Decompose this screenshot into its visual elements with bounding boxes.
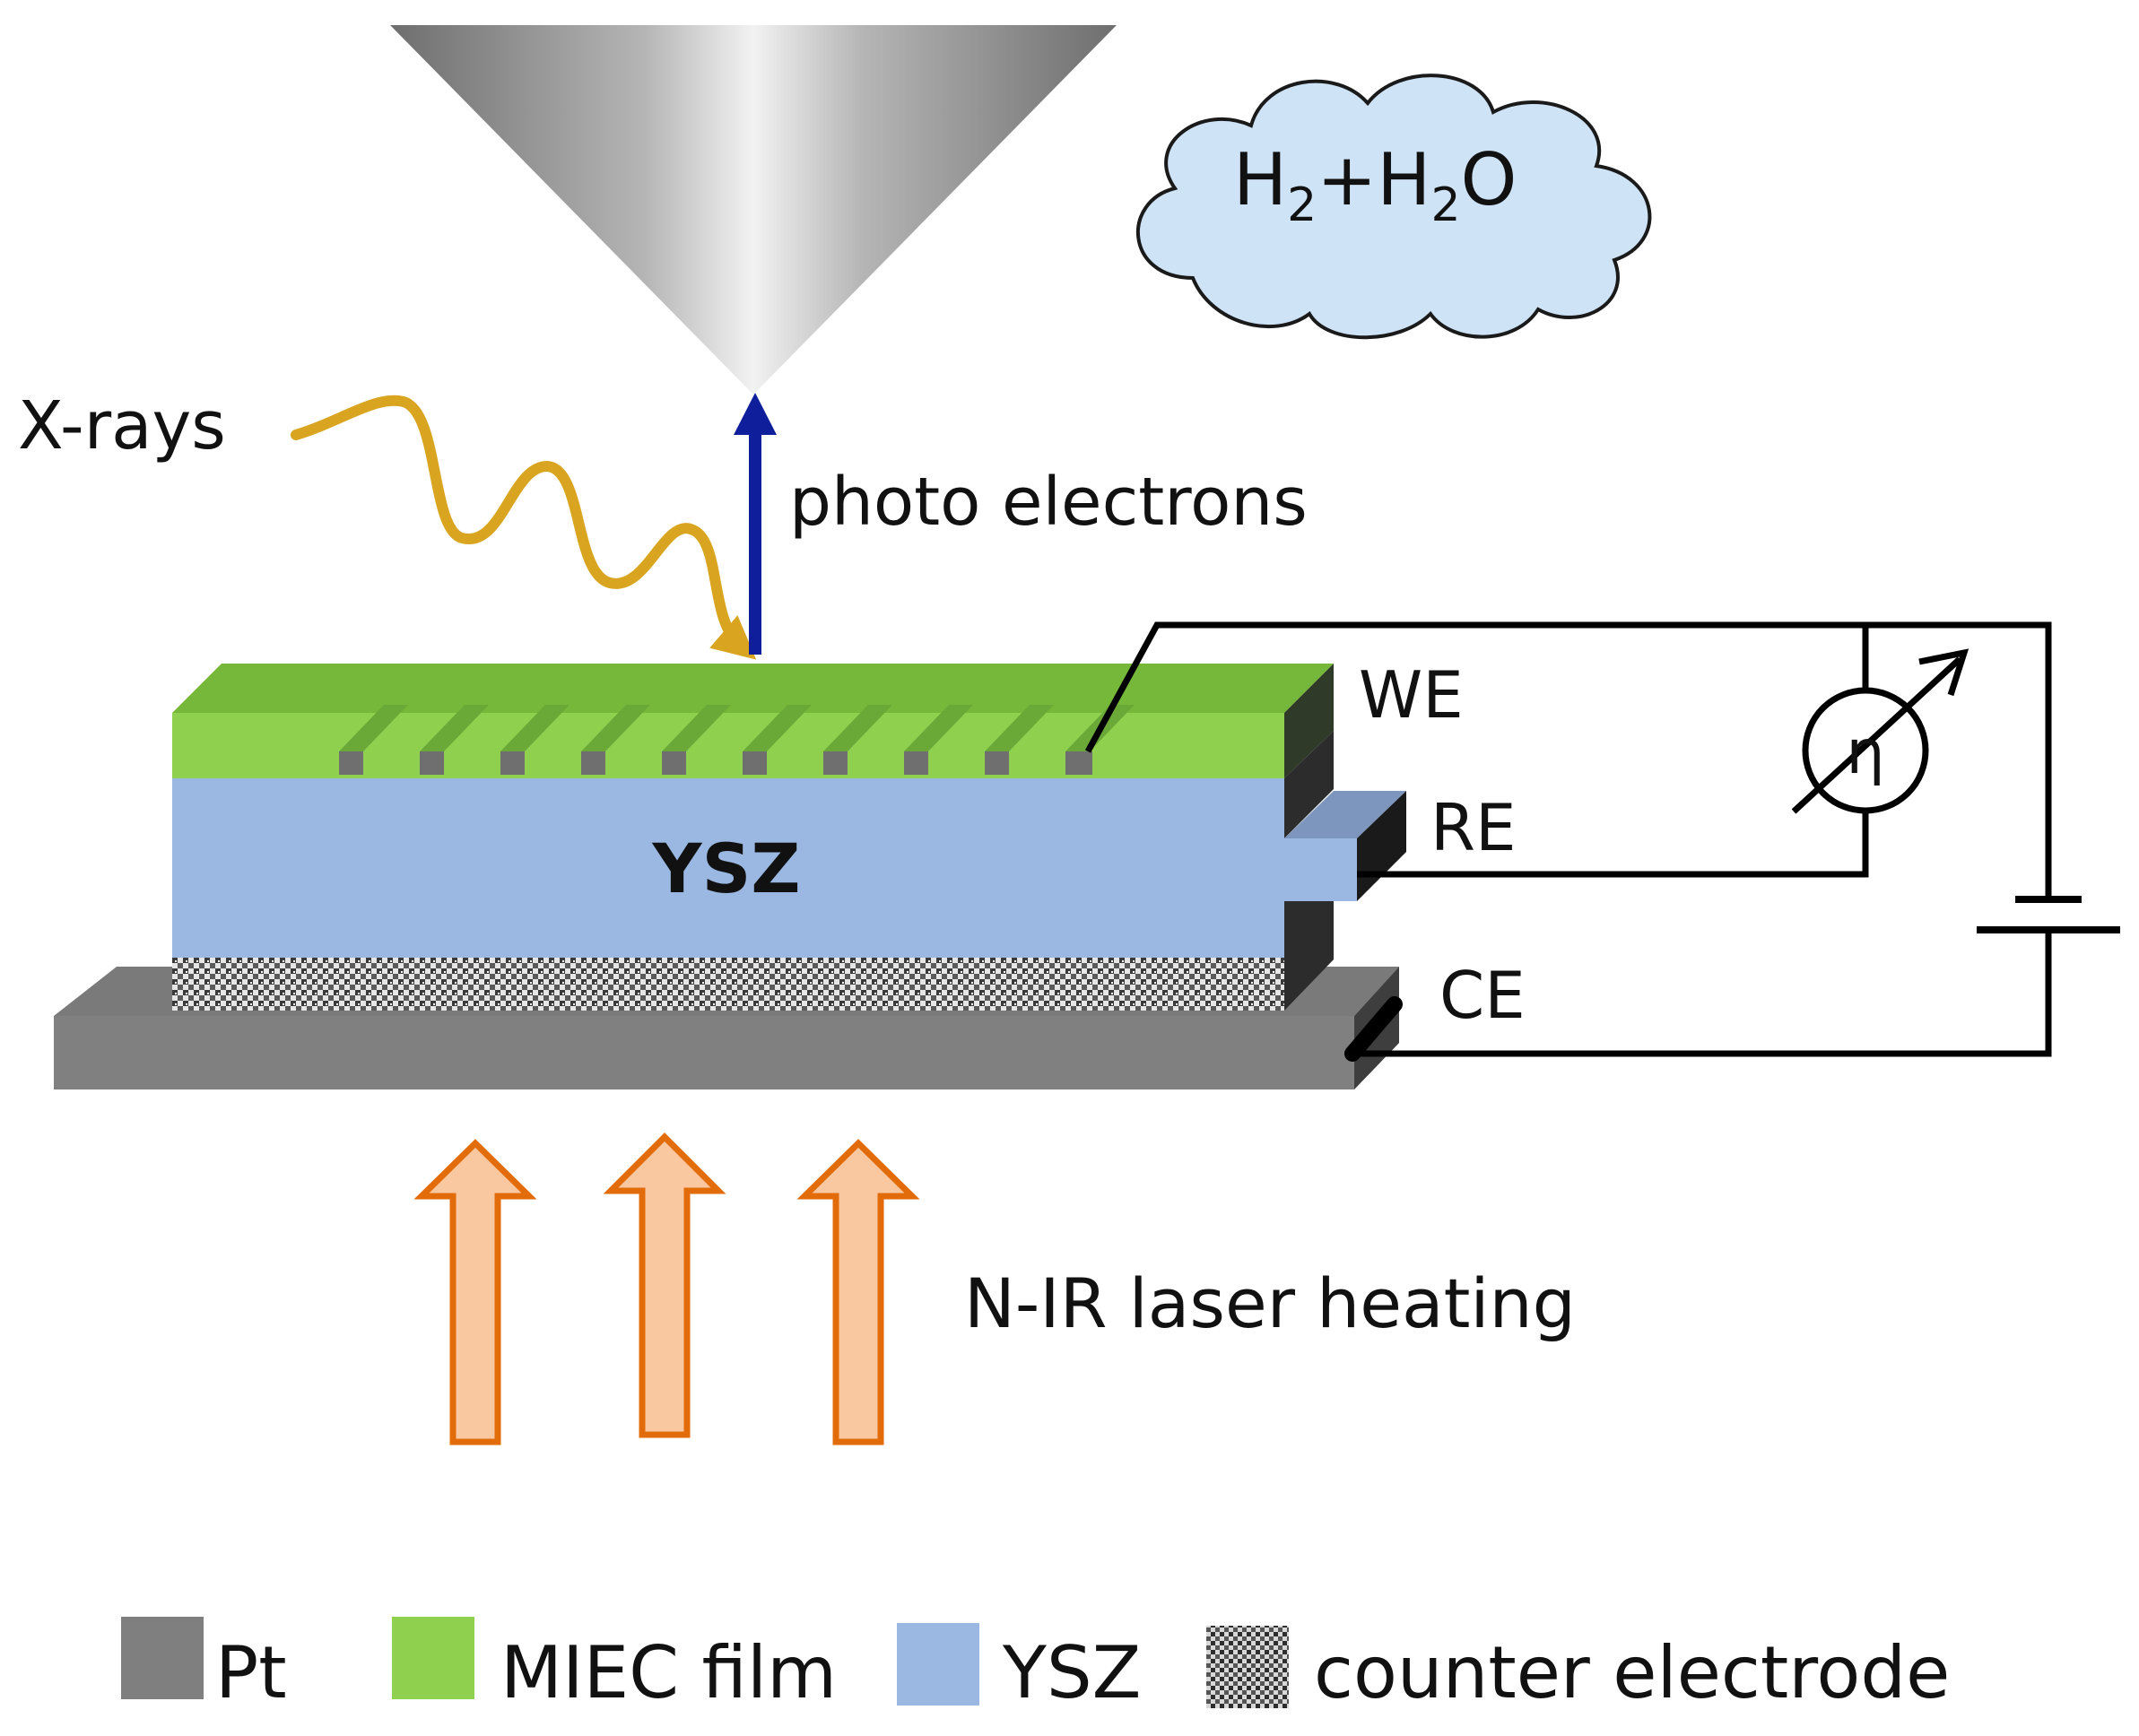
gas-cloud bbox=[1135, 74, 1652, 340]
xray-wave bbox=[291, 395, 757, 660]
eta-meter-arrowhead bbox=[1918, 648, 1969, 697]
legend-label-ysz: YSZ bbox=[1002, 1631, 1141, 1714]
legend-swatch-pt bbox=[121, 1617, 204, 1699]
photo-electron-arrowhead bbox=[734, 393, 777, 435]
legend-swatch-miec bbox=[392, 1617, 474, 1699]
legend: Pt MIEC film YSZ counter electrode bbox=[121, 1617, 1950, 1714]
circuit-wires bbox=[1084, 621, 2052, 1057]
legend-label-counter-electrode: counter electrode bbox=[1314, 1631, 1950, 1714]
gas-sub-2: 2 bbox=[1430, 178, 1460, 232]
gas-sub-1: 2 bbox=[1287, 178, 1317, 232]
miec-film-side bbox=[1284, 664, 1334, 778]
gas-h: H bbox=[1233, 138, 1287, 221]
ysz-block-front bbox=[172, 778, 1284, 958]
gas-plus-h: +H bbox=[1317, 138, 1430, 221]
re-label: RE bbox=[1430, 790, 1517, 865]
re-tab-front bbox=[1284, 838, 1357, 901]
battery-symbol bbox=[1977, 896, 2120, 933]
pt-stripes bbox=[339, 705, 1135, 775]
laser-arrow-1 bbox=[413, 1139, 537, 1445]
counter-electrode-layer bbox=[172, 955, 1284, 1011]
miec-film-top bbox=[172, 664, 1334, 713]
gas-o: O bbox=[1461, 138, 1517, 221]
legend-label-miec: MIEC film bbox=[500, 1631, 837, 1714]
gas-label: H2+H2O bbox=[1233, 138, 1517, 232]
legend-label-pt: Pt bbox=[215, 1631, 287, 1714]
laser-arrow-2 bbox=[603, 1133, 726, 1438]
we-label: WE bbox=[1359, 657, 1464, 733]
ysz-block-side-upper bbox=[1284, 731, 1334, 838]
legend-swatch-ysz bbox=[897, 1623, 979, 1706]
re-tab-top bbox=[1284, 791, 1406, 838]
laser-arrow-3 bbox=[796, 1139, 920, 1445]
laser-arrows bbox=[413, 1133, 920, 1445]
legend-swatch-counter-electrode bbox=[1206, 1626, 1289, 1708]
ce-label: CE bbox=[1439, 958, 1526, 1033]
analyzer-cone bbox=[390, 25, 1117, 395]
ysz-label: YSZ bbox=[652, 829, 801, 908]
xrays-label: X-rays bbox=[18, 387, 226, 464]
photo-electrons-label: photo electrons bbox=[789, 464, 1308, 541]
ce-connector bbox=[1344, 996, 1403, 1062]
eta-meter-arrow-line bbox=[1791, 656, 1962, 814]
pt-base-front bbox=[54, 1016, 1354, 1089]
laser-label: N-IR laser heating bbox=[964, 1263, 1576, 1343]
eta-label: η bbox=[1846, 717, 1884, 788]
